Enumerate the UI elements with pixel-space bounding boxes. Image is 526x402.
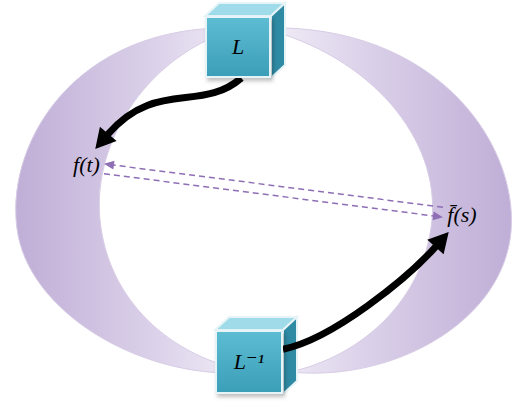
dashed-arrow	[104, 174, 434, 216]
dashed-arrow	[113, 165, 443, 207]
math-symbol: f(t)	[73, 153, 100, 177]
cube-top	[205, 3, 285, 78]
math-symbol: L⁻¹	[234, 350, 264, 374]
cube-bottom	[215, 317, 297, 394]
arrowhead	[433, 211, 443, 220]
right-crescent	[262, 28, 512, 373]
transform-arrow	[283, 246, 436, 349]
cube-side-face	[271, 3, 285, 78]
cube-side-face	[283, 317, 297, 394]
arrowhead	[95, 127, 116, 149]
function-label: f(t)	[69, 149, 104, 182]
left-crescent	[16, 28, 252, 373]
operator-cube: L⁻¹	[215, 330, 283, 394]
transform-arrow	[108, 78, 242, 135]
math-symbol: f̄(s)	[447, 203, 476, 227]
arrowhead	[104, 161, 114, 170]
operator-cube: L	[205, 16, 271, 78]
arrowhead	[427, 232, 449, 254]
function-label: f̄(s)	[443, 199, 481, 232]
math-symbol: L	[232, 35, 244, 59]
